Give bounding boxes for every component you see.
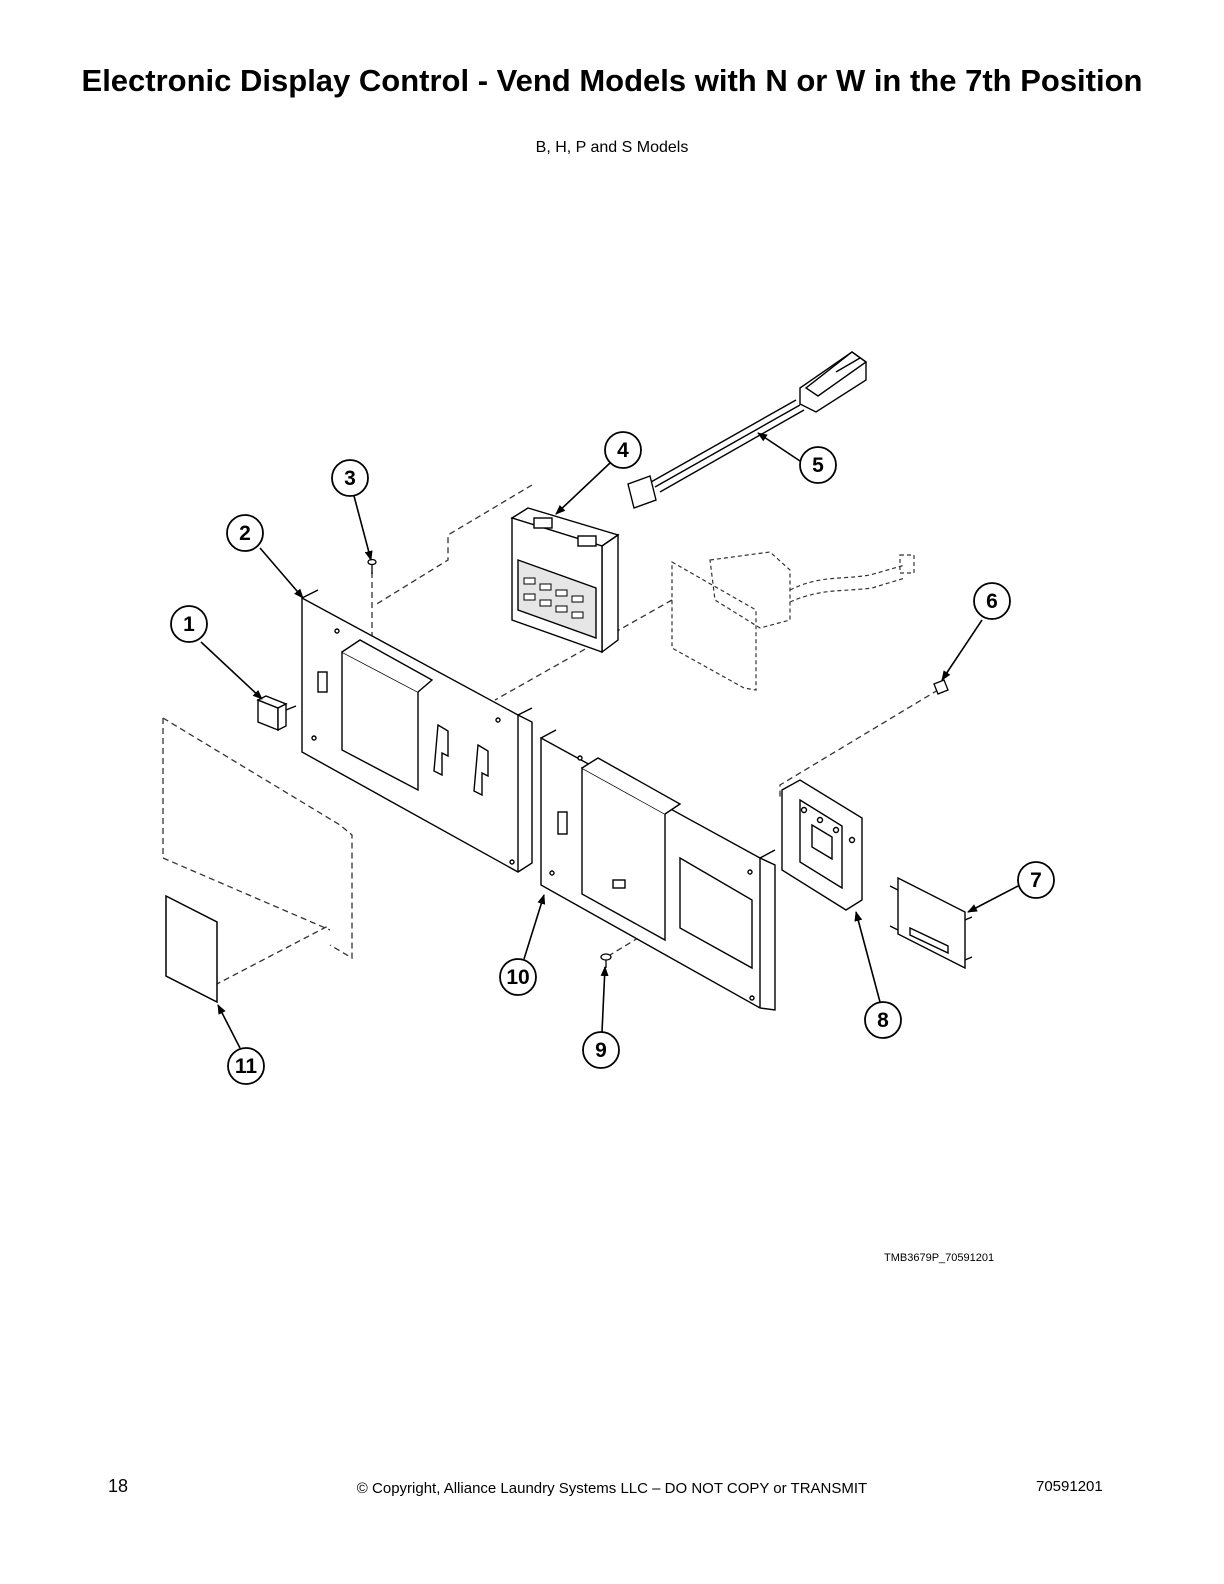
callout-circle: [973, 582, 1011, 620]
callout-circle: [170, 605, 208, 643]
callout-label: 6: [986, 590, 998, 613]
callout-circle: [226, 514, 264, 552]
callout-circle: [864, 1001, 902, 1039]
callout-3: 3: [331, 459, 369, 497]
part-4-display-control: [510, 507, 620, 654]
callout-6: 6: [973, 582, 1011, 620]
callout-label: 2: [239, 522, 251, 545]
part-1-switch: [256, 695, 297, 732]
figure-id: TMB3679P_70591201: [884, 1252, 995, 1264]
callout-label: 11: [235, 1055, 258, 1078]
copyright-notice: © Copyright, Alliance Laundry Systems LL…: [356, 1480, 868, 1497]
callout-label: 10: [506, 966, 529, 989]
part-8-mounting-plate: [781, 779, 863, 911]
page-subtitle: B, H, P and S Models: [535, 139, 689, 156]
part-10-front-panel: [540, 729, 776, 1011]
page-title: Electronic Display Control - Vend Models…: [81, 63, 1143, 98]
callout-11: 11: [227, 1047, 265, 1085]
callout-5: 5: [799, 446, 837, 484]
callout-label: 1: [183, 613, 195, 636]
callout-circle: [227, 1047, 265, 1085]
part-6-clip: [933, 679, 949, 695]
callout-7: 7: [1017, 861, 1055, 899]
coin-mechanism-assembly: [671, 551, 915, 691]
part-11-label: [165, 894, 218, 1004]
callout-label: 7: [1030, 869, 1042, 892]
callout-9: 9: [582, 1031, 620, 1069]
callout-circle: [604, 431, 642, 469]
page-number: 18: [108, 1476, 129, 1496]
callout-2: 2: [226, 514, 264, 552]
callout-10: 10: [499, 958, 537, 996]
document-number: 70591201: [1036, 1478, 1103, 1495]
part-9-screw: [600, 953, 612, 968]
part-2-rear-panel: [301, 589, 533, 873]
part-5-wire-harness: [627, 351, 868, 509]
callout-8: 8: [864, 1001, 902, 1039]
callout-label: 4: [617, 439, 629, 462]
callout-4: 4: [604, 431, 642, 469]
callout-label: 5: [812, 454, 824, 477]
callout-circle: [331, 459, 369, 497]
leader-arrows: [200, 432, 1019, 1049]
part-7-bracket: [889, 876, 973, 970]
callout-label: 8: [877, 1009, 889, 1032]
callout-circle: [799, 446, 837, 484]
callout-1: 1: [170, 605, 208, 643]
callout-label: 9: [595, 1039, 607, 1062]
callout-circle: [1017, 861, 1055, 899]
callout-label: 3: [344, 467, 356, 490]
part-3-screw: [367, 558, 377, 574]
callout-circle: [499, 958, 537, 996]
callout-circle: [582, 1031, 620, 1069]
